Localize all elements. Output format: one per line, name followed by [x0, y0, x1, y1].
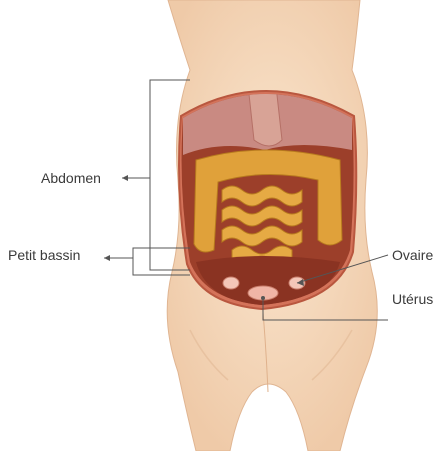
abdomen-arrowhead: [122, 175, 128, 181]
label-uterus: Utérus: [392, 291, 433, 307]
label-ovaire: Ovaire: [392, 247, 433, 263]
uterus-dot: [261, 296, 265, 300]
label-petit-bassin: Petit bassin: [8, 247, 80, 263]
ovary-left: [223, 277, 239, 289]
label-abdomen: Abdomen: [41, 170, 101, 186]
petit-bassin-arrowhead: [104, 255, 110, 261]
